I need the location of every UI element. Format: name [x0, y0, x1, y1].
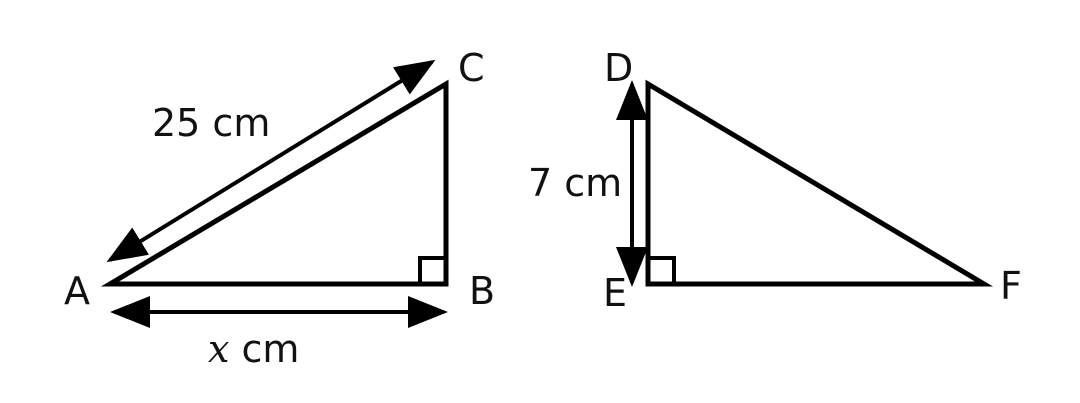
hypotenuse-ac-arrow — [106, 59, 436, 263]
hypotenuse-length-label: 25 cm — [152, 101, 270, 145]
triangle-def: D E F 7 cm — [528, 46, 1022, 315]
triangle-def-shape — [645, 79, 994, 287]
right-angle-marker-b — [418, 256, 448, 286]
base-length-label: x cm — [208, 327, 299, 371]
vertex-b-label: B — [469, 269, 495, 313]
vertex-d-label: D — [604, 46, 633, 90]
vertex-c-label: C — [458, 46, 485, 90]
vertex-f-label: F — [1000, 264, 1022, 308]
base-unit: cm — [229, 327, 299, 371]
vertex-e-label: E — [603, 271, 627, 315]
triangle-abc: A B C 25 cm x cm — [64, 46, 495, 371]
side-length-label: 7 cm — [528, 161, 622, 205]
vertex-a-label: A — [64, 269, 90, 313]
base-variable: x — [208, 327, 229, 371]
right-angle-marker-e — [646, 256, 676, 286]
